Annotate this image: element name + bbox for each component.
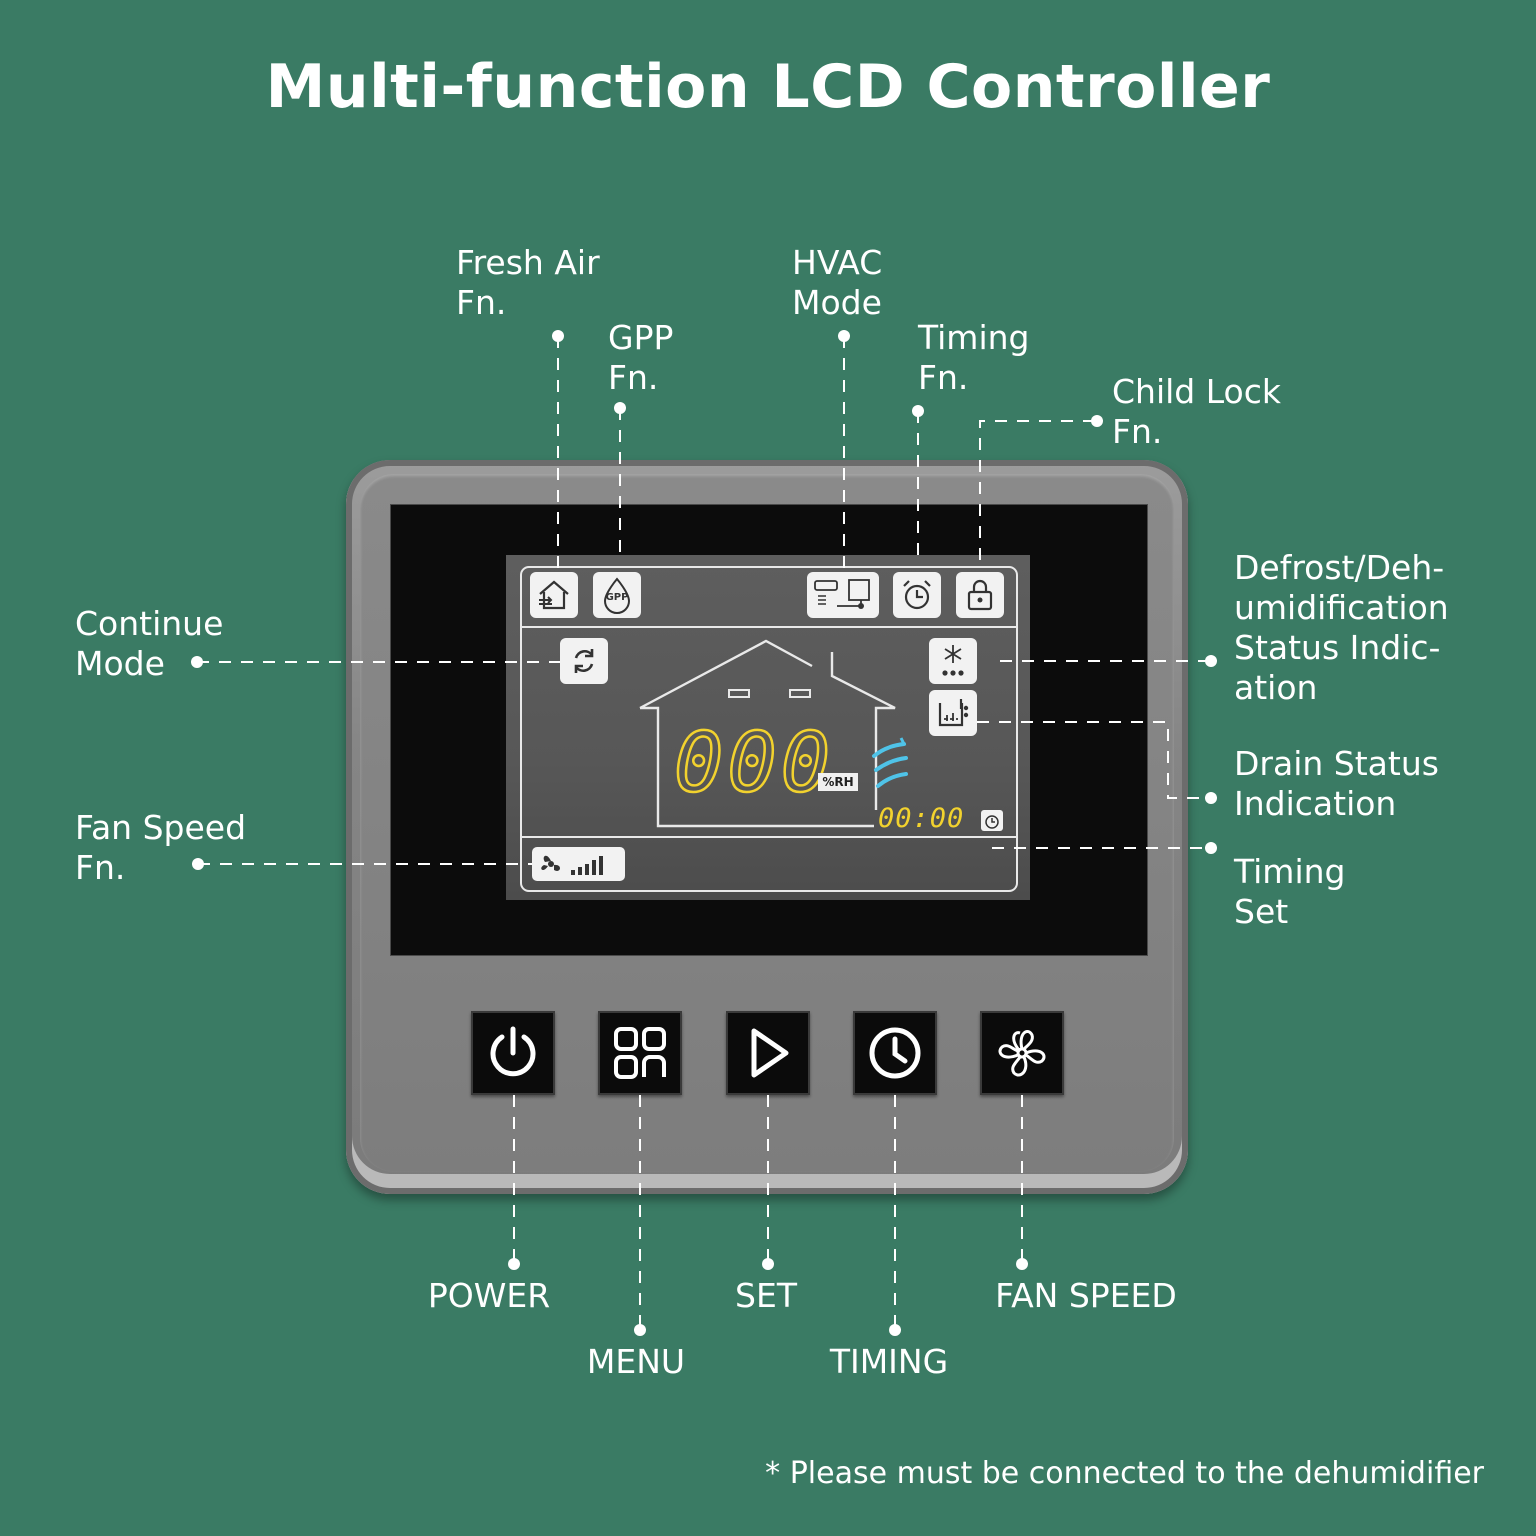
fan-speed-fn-label: Fan Speed Fn. [75, 808, 247, 887]
menu-button[interactable] [598, 1011, 682, 1095]
timing-label: TIMING [829, 1342, 949, 1381]
alarm-clock-icon [893, 572, 941, 618]
fan-speed-label: FAN SPEED [995, 1276, 1177, 1315]
timing-clock-icon [869, 1027, 921, 1079]
lcd-bottom-divider [520, 836, 1018, 838]
lcd-top-divider [520, 626, 1018, 628]
drain-status-label: Drain Status Indication [1234, 744, 1439, 823]
fresh-air-label: Fresh Air Fn. [456, 243, 600, 322]
lock-icon [956, 572, 1004, 618]
page-title: Multi-function LCD Controller [265, 52, 1271, 122]
defrost-status-label: Defrost/Deh- umidification Status Indic-… [1234, 548, 1449, 707]
gpp-label: GPP Fn. [608, 318, 674, 397]
footnote: * Please must be connected to the dehumi… [765, 1456, 1484, 1491]
power-label: POWER [427, 1276, 551, 1315]
gpp-icon: GPP [593, 572, 641, 618]
timer-readout: 00:00 [878, 803, 965, 834]
menu-grid-icon [614, 1027, 666, 1079]
hvac-mode-icon [807, 572, 879, 618]
timing-set-label: Timing Set [1234, 852, 1346, 931]
hvac-mode-label: HVAC Mode [792, 243, 883, 322]
humidity-unit: %RH [818, 773, 858, 791]
humidity-readout: 000 [673, 715, 835, 813]
timer-clock-icon [981, 810, 1003, 831]
fan-speed-icon [532, 847, 625, 881]
fresh-air-icon [530, 572, 578, 618]
continue-mode-icon [560, 638, 608, 684]
fan-speed-button[interactable] [980, 1011, 1064, 1095]
set-button[interactable] [726, 1011, 810, 1095]
set-label: SET [735, 1276, 797, 1315]
continue-mode-label: Continue Mode [75, 604, 224, 683]
timing-fn-label: Timing Fn. [918, 318, 1030, 397]
child-lock-label: Child Lock Fn. [1112, 372, 1281, 451]
power-button[interactable] [471, 1011, 555, 1095]
timing-button[interactable] [853, 1011, 937, 1095]
menu-label: MENU [586, 1342, 686, 1381]
lcd-frame [520, 566, 1018, 892]
drain-icon [929, 690, 977, 736]
gpp-icon-text: GPP [605, 592, 629, 603]
fan-icon [998, 1030, 1046, 1077]
play-icon [751, 1028, 789, 1078]
power-icon [490, 1026, 536, 1077]
defrost-icon [929, 638, 977, 684]
